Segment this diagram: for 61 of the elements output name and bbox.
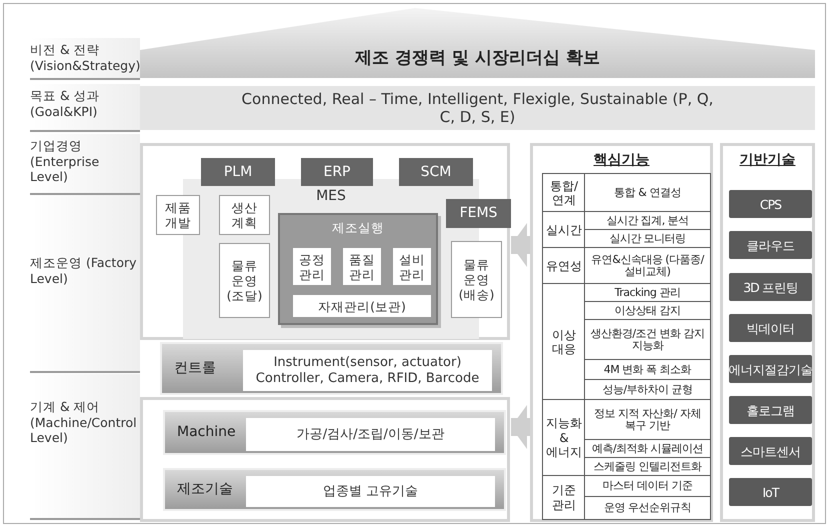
function-box: 물류 운영 (배송) [451, 241, 502, 318]
function-box: 자재관리(보관) [292, 294, 432, 318]
goal-band: Connected, Real – Time, Intelligent, Flexigle, Sustainable (P, Q, C, D, S, E) [140, 86, 815, 130]
function-box: 품질 관리 [342, 247, 382, 286]
layer-band [160, 342, 503, 395]
side-panel [530, 143, 713, 522]
feature-item: 생산환경/조건 변화 감지 지능화 [585, 320, 710, 360]
technology-tag: 에너지절감기술 [729, 355, 812, 383]
layer-label: 기계 & 제어 (Machine/Control Level) [30, 374, 140, 520]
feature-item: 4M 변화 폭 최소화 [585, 360, 710, 380]
feature-item: 성능/부하차이 균형 [585, 380, 710, 400]
technology-tag: 스마트센서 [729, 437, 812, 465]
function-box: 생산 계획 [219, 195, 270, 235]
technology-tag: 3D 프린팅 [729, 273, 812, 301]
feature-item: 예측/최적화 시뮬레이션 [585, 440, 710, 458]
layer-label: 기업경영 (Enterprise Level) [30, 134, 140, 195]
technology-tag: IoT [729, 478, 812, 506]
system-box: FEMS [446, 199, 511, 228]
function-box: 물류 운영 (조달) [219, 243, 270, 318]
function-box: 설비 관리 [392, 247, 432, 286]
feature-item: 스케줄링 인텔리전트화 [585, 458, 710, 476]
band-content: 업종별 고유기술 [246, 476, 495, 507]
panel-title: 컨트롤 [174, 360, 216, 377]
panel-title: Machine [177, 424, 236, 441]
vision-banner [140, 8, 815, 78]
technology-tag: 클라우드 [729, 231, 812, 259]
side-panel [720, 143, 815, 522]
technology-tag: 홀로그램 [729, 396, 812, 424]
technology-tag: 빅데이터 [729, 314, 812, 342]
panel-title: 기반기술 [740, 152, 796, 169]
function-box: 제품 개발 [156, 195, 200, 235]
panel-title: 제조기술 [177, 481, 233, 498]
feature-item: 유연&신속대응 (다품종/설비교체) [585, 248, 710, 284]
feature-item: 실시간 모니터링 [585, 230, 710, 248]
technology-tag: CPS [729, 190, 812, 218]
panel-title: 핵심기능 [594, 152, 650, 169]
arrow [511, 223, 530, 267]
layer-band [163, 410, 506, 455]
system-box: SCM [399, 158, 473, 186]
system-box: ERP [301, 158, 373, 186]
feature-item: 실시간 집계, 분석 [585, 212, 710, 230]
execution-box [278, 213, 438, 325]
banner-title: 제조 경쟁력 및 시장리더십 확보 [355, 48, 600, 68]
feature-item: 마스터 데이터 기준 [585, 476, 710, 497]
panel-title: 제조실행 [332, 220, 384, 235]
system-box: PLM [201, 158, 275, 186]
layer-label: 비전 & 전략 (Vision&Strategy) [30, 38, 140, 80]
feature-item: Tracking 관리 [585, 284, 710, 302]
feature-item: 통합 & 연결성 [585, 174, 710, 212]
feature-item: 정보 지적 자산화/ 자체 복구 기반 [585, 400, 710, 440]
band-content: 가공/검사/조립/이동/보관 [246, 418, 495, 451]
layer-panel [140, 143, 510, 340]
feature-item: 이상상태 감지 [585, 302, 710, 320]
function-box: 공정 관리 [292, 247, 332, 286]
layer-panel [140, 397, 510, 522]
layer-label: 목표 & 성과 (Goal&KPI) [30, 84, 140, 132]
layer-label: 제조운영 (Factory Level) [30, 195, 140, 373]
panel-title: MES [316, 188, 346, 205]
layer-band [163, 468, 506, 511]
arrow [511, 405, 530, 449]
band-content: Instrument(sensor, actuator) Controller, Camera, RFID, Barcode [243, 350, 492, 391]
